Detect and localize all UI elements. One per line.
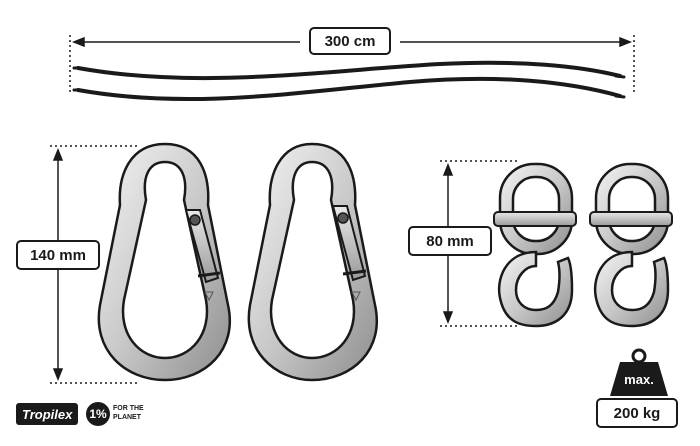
carabiner-height-label: 140 mm [16,240,100,270]
length-dimension [69,35,635,95]
one-percent-badge: 1% [86,402,110,426]
swivel-ring-2 [589,162,673,328]
ring-height-dimension [440,160,520,327]
one-percent-text: FOR THE PLANET [113,405,144,421]
max-load-label: 200 kg [596,398,678,428]
weight-icon [610,348,668,396]
brand-logo: Tropilex [16,403,79,425]
ring-height-label: 80 mm [408,226,492,256]
carabiner-height-dimension [50,145,140,384]
carabiner-2 [247,142,378,382]
length-label: 300 cm [309,27,391,55]
carabiner-1 [97,142,231,382]
swivel-ring-1 [493,162,577,328]
rope-cords [72,60,626,102]
max-label: max. [624,372,654,387]
